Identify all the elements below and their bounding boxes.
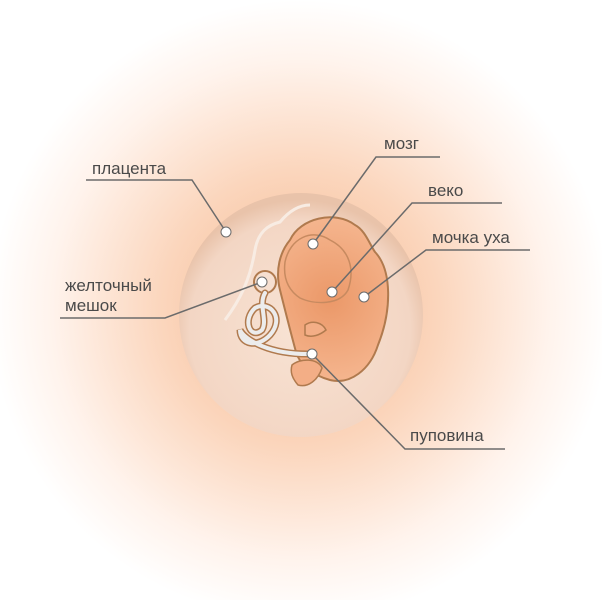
placenta-shape [223,203,311,321]
dot-eyelid [326,286,338,298]
embryo-limb-leg [290,359,323,387]
marker-dots [220,226,370,360]
leader-yolk-sac [60,281,263,319]
leader-placenta [86,179,227,233]
umbilical-cord-inner [238,291,314,357]
embryo-limb-arm [304,321,327,337]
label-earlobe: мочка уха [432,228,510,247]
leader-earlobe [363,249,530,298]
dot-yolk-sac [256,276,268,288]
label-placenta: плацента [92,159,167,178]
embryo-body [277,216,390,382]
dot-earlobe [358,291,370,303]
embryo-head [283,234,352,304]
leader-brain [312,156,440,245]
leader-lines [60,156,530,450]
label-eyelid: веко [428,181,464,200]
label-yolk-sac-line1: желточный [65,276,152,295]
dot-placenta [220,226,232,238]
label-brain: мозг [384,134,419,153]
dot-brain [307,238,319,250]
label-umbilical-cord: пуповина [410,426,484,445]
leader-umbilical-cord [311,353,505,450]
label-yolk-sac-line2: мешок [65,296,117,315]
leader-eyelid [331,202,502,293]
dot-umbilical-cord [306,348,318,360]
